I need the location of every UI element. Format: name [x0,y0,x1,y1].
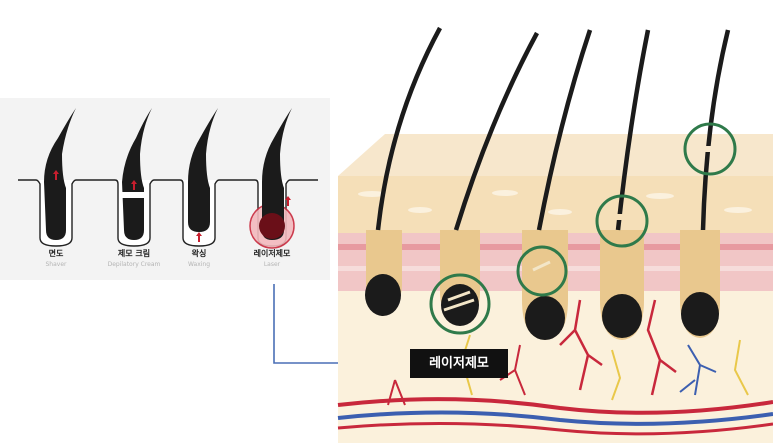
highlight-rings [429,122,737,335]
follicle-4 [600,29,651,340]
blood-vessels [337,299,773,436]
epidermis-layer [338,176,773,233]
laser-removal-label: 레이저제모 [410,349,508,378]
hair-waxing [188,108,218,242]
hair-removal-comparison-panel: 면도 Shaver 제모 크림 Depilatory Cream 왁싱 Waxi… [0,98,330,280]
hair-laser [249,108,295,249]
follicle-5 [680,29,731,338]
method-label-shaver: 면도 Shaver [45,249,67,268]
comparison-illustration [18,108,318,249]
hair-cream [122,108,152,240]
method-label-cream: 제모 크림 Depilatory Cream [107,249,161,268]
follicle-1 [365,26,442,316]
follicle-3 [522,29,593,340]
method-label-laser: 레이저제모 Laser [253,249,291,268]
hair-shaver [44,108,76,240]
method-label-waxing: 왁싱 Waxing [187,249,211,268]
